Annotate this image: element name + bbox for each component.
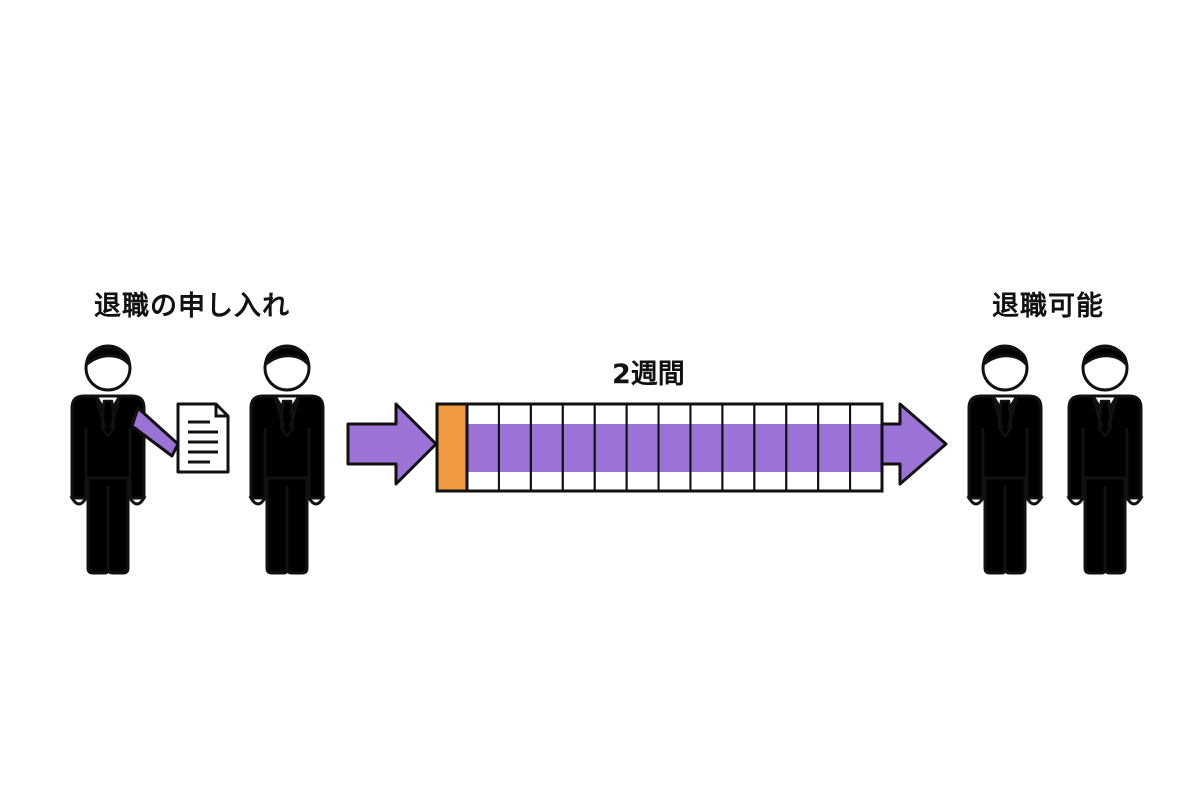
employee-arm	[130, 406, 180, 458]
manager-icon	[249, 344, 325, 575]
arrow-left	[346, 402, 438, 486]
request-label: 退職の申し入れ	[94, 291, 290, 322]
employee-icon	[967, 344, 1043, 575]
timeline-frame	[435, 402, 884, 493]
manager-icon	[1067, 344, 1143, 575]
resignation-possible-label: 退職可能	[992, 291, 1104, 322]
two-week-timeline	[435, 402, 884, 493]
resignation-letter-icon	[176, 402, 230, 474]
employee-icon	[70, 344, 146, 575]
period-label: 2週間	[612, 359, 685, 390]
timeline-day-elapsed	[435, 402, 469, 493]
arrow-right	[882, 402, 948, 486]
